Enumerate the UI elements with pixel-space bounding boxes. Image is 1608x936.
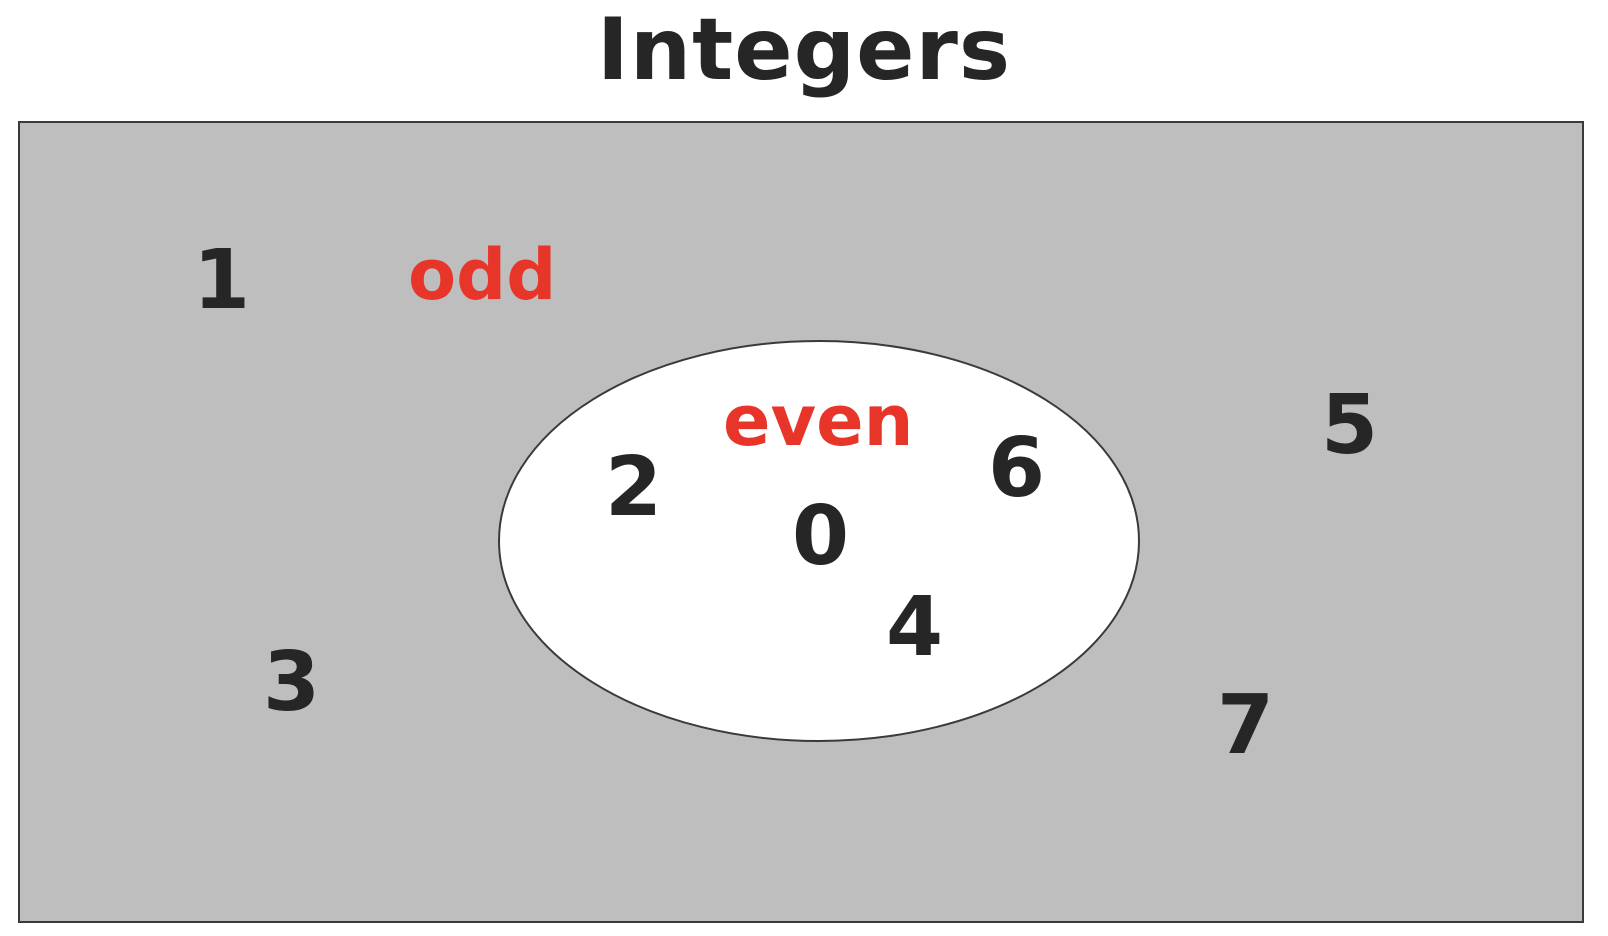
odd-label: odd (408, 234, 557, 316)
odd-number-3: 3 (263, 635, 321, 730)
even-number-0: 0 (792, 489, 850, 584)
even-set-ellipse (498, 340, 1140, 742)
even-number-2: 2 (605, 440, 663, 535)
even-number-6: 6 (988, 421, 1046, 516)
odd-number-1: 1 (193, 233, 251, 328)
odd-number-7: 7 (1217, 678, 1275, 773)
odd-number-5: 5 (1321, 378, 1379, 473)
even-label: even (723, 380, 914, 462)
even-number-4: 4 (886, 580, 944, 675)
diagram-title: Integers (596, 0, 1012, 100)
